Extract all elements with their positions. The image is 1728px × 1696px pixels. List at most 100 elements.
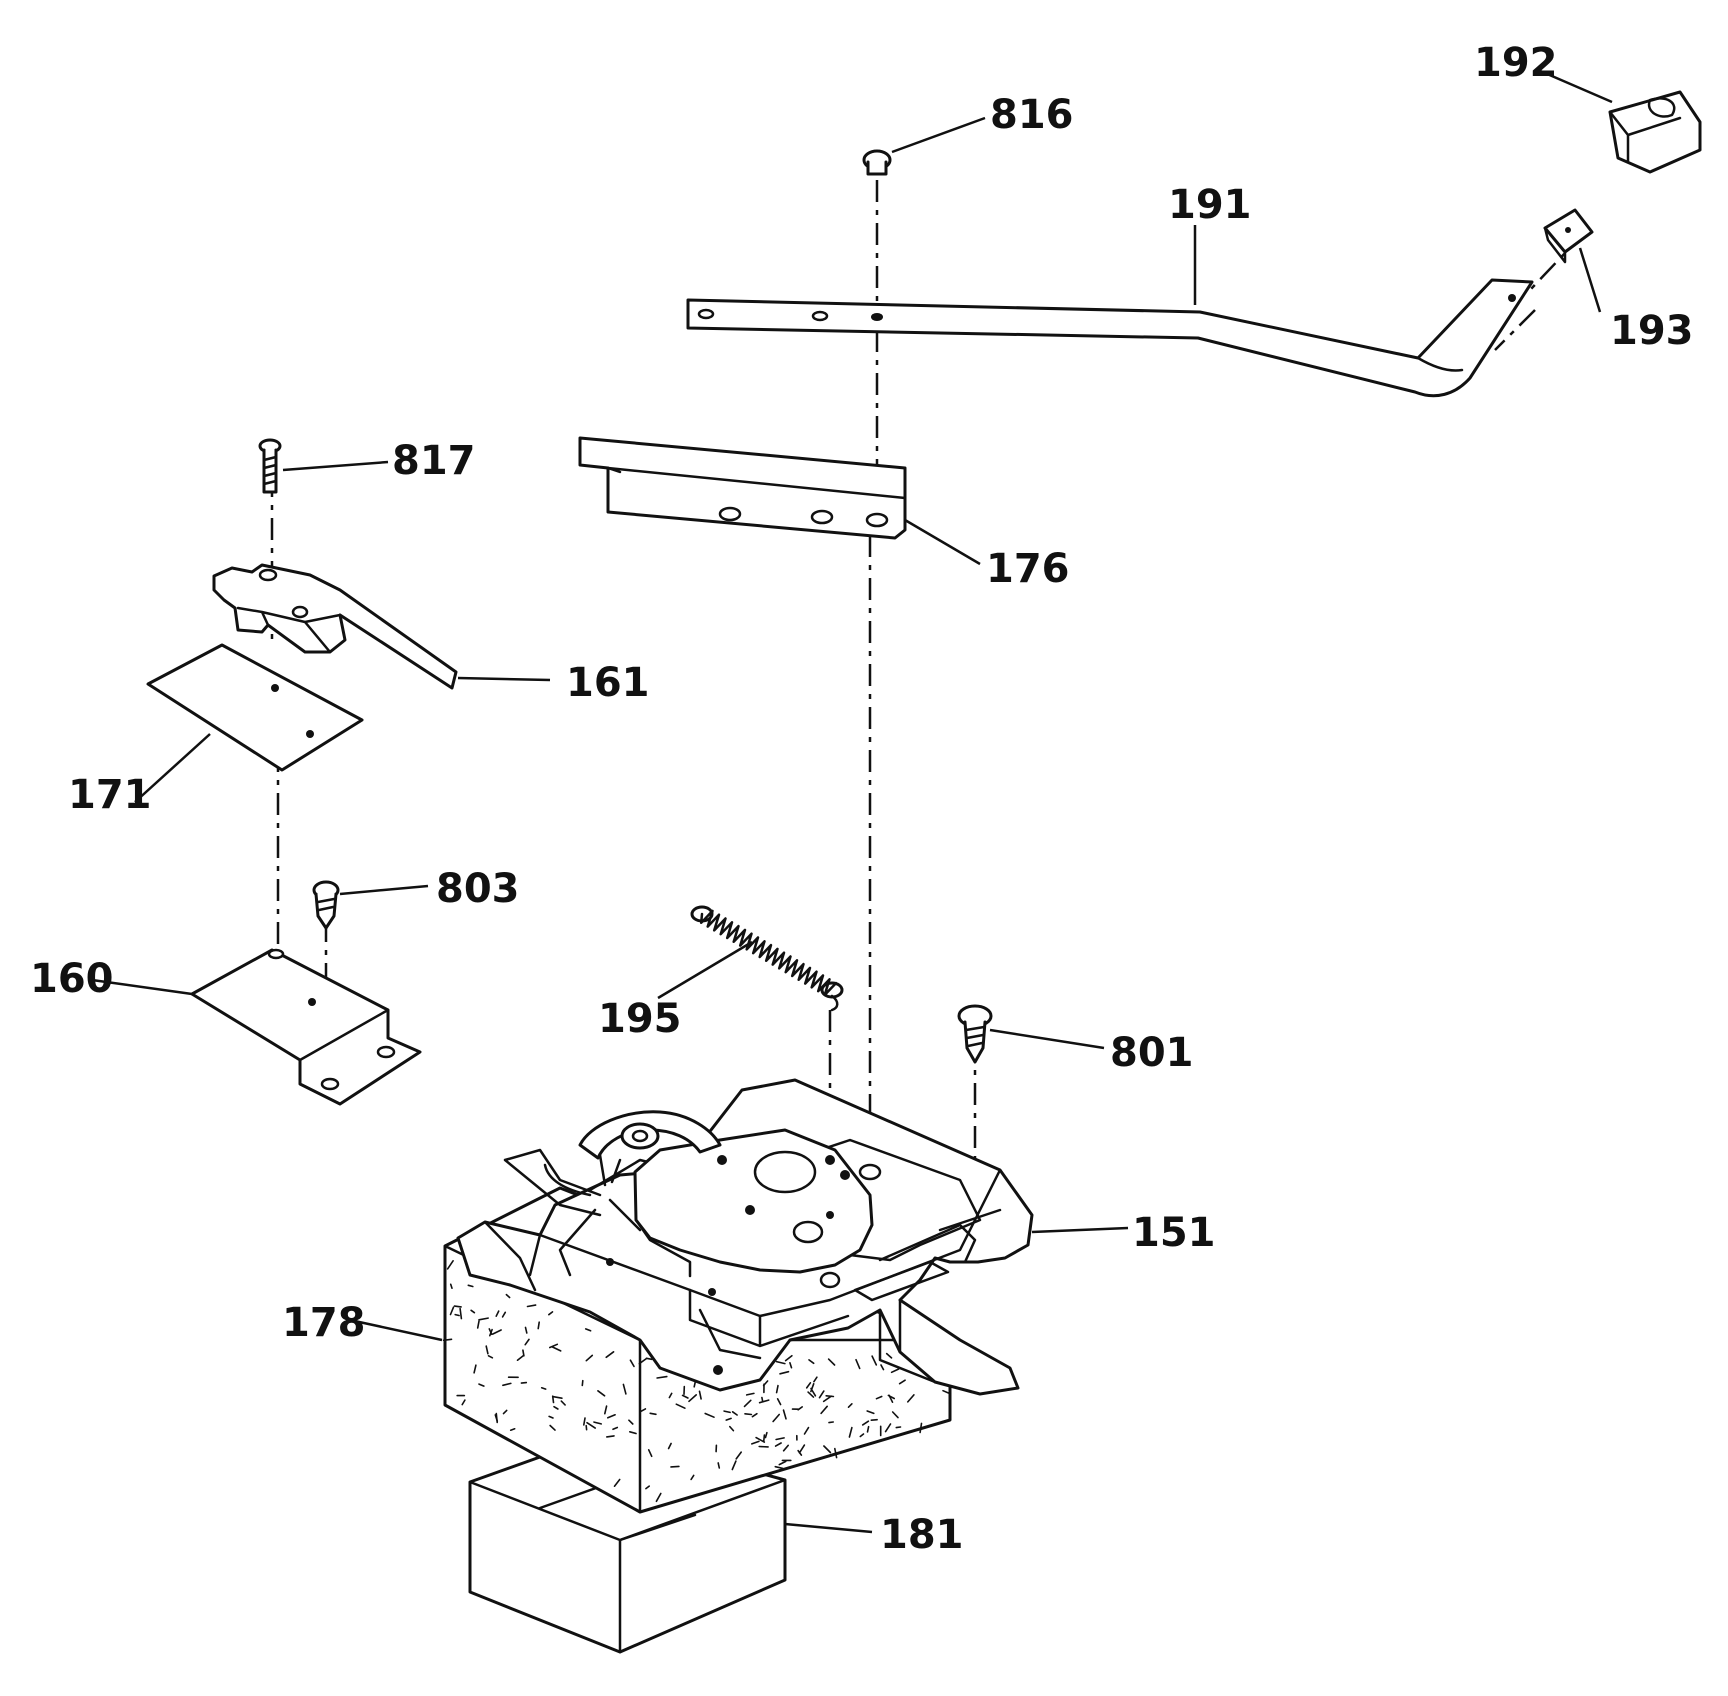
foam-speck [547, 1311, 554, 1316]
callout-801: 801 [1110, 1030, 1194, 1076]
foam-speck [774, 1442, 782, 1447]
foam-speck [628, 1431, 637, 1435]
foam-speck [866, 1425, 870, 1433]
foam-speck [728, 1425, 735, 1432]
foam-speck [494, 1414, 499, 1423]
foam-speck [807, 1391, 815, 1398]
foam-speck [597, 1390, 606, 1397]
foam-speck [871, 1355, 878, 1366]
foam-speck [524, 1326, 528, 1334]
foam-speck [761, 1396, 764, 1403]
foam-speck [505, 1293, 511, 1299]
foam-speck [755, 1436, 766, 1443]
foam-speck [764, 1431, 768, 1439]
part-151-latch [456, 1078, 1034, 1396]
foam-speck [681, 1394, 689, 1399]
foam-speck [772, 1413, 781, 1423]
foam-speck [446, 1260, 454, 1270]
part-193-clip [1543, 208, 1594, 264]
foam-speck [656, 1375, 668, 1379]
foam-speck [861, 1420, 870, 1426]
foam-speck [723, 1410, 731, 1414]
foam-speck [880, 1364, 885, 1371]
foam-speck [495, 1310, 500, 1317]
foam-speck [442, 1338, 453, 1342]
foam-speck [649, 1412, 657, 1416]
part-192-knob [1608, 90, 1702, 174]
part-176-bracket [578, 436, 907, 540]
foam-speck [509, 1428, 516, 1431]
foam-speck [745, 1392, 755, 1396]
part-817-screw [258, 438, 282, 494]
foam-speck [782, 1444, 790, 1452]
part-195-spring [690, 905, 844, 1012]
foam-speck [459, 1307, 463, 1320]
part-171-plate [146, 643, 364, 772]
foam-speck [612, 1426, 619, 1431]
foam-speck [526, 1304, 537, 1308]
foam-speck [516, 1354, 525, 1361]
foam-speck [553, 1405, 559, 1410]
foam-speck [885, 1352, 893, 1359]
foam-speck [449, 1283, 453, 1289]
foam-speck [887, 1394, 896, 1400]
callout-192: 192 [1474, 40, 1558, 86]
foam-speck [537, 1321, 541, 1330]
foam-speck [774, 1465, 784, 1470]
part-191-rod [686, 278, 1534, 398]
foam-speck [488, 1328, 493, 1336]
foam-speck [847, 1403, 853, 1408]
foam-speck [476, 1320, 480, 1329]
foam-speck [825, 1395, 835, 1398]
foam-speck [782, 1409, 787, 1420]
foam-speck [818, 1390, 825, 1399]
foam-speck [647, 1449, 653, 1458]
foam-speck [808, 1359, 815, 1365]
foam-speck [884, 1423, 892, 1433]
foam-speck [813, 1376, 818, 1383]
part-803-screw [312, 880, 340, 930]
part-160-bracket [190, 948, 422, 1106]
foam-speck [688, 1394, 698, 1403]
foam-speck [548, 1415, 554, 1419]
foam-speck [524, 1338, 530, 1346]
callout-labels: 192 816 191 193 817 176 161 171 803 160 … [30, 40, 1694, 1558]
foam-speck [551, 1395, 555, 1404]
foam-speck [875, 1395, 883, 1400]
callout-181: 181 [880, 1512, 964, 1558]
foam-speck [502, 1409, 508, 1415]
foam-speck [828, 1421, 835, 1424]
callout-191: 191 [1168, 182, 1252, 228]
foam-speck [551, 1346, 562, 1352]
foam-speck [549, 1424, 556, 1431]
callout-195: 195 [598, 996, 682, 1042]
callout-816: 816 [990, 92, 1074, 138]
foam-speck [779, 1370, 790, 1375]
foam-speck [758, 1399, 770, 1404]
foam-speck [622, 1383, 627, 1395]
foam-speck [467, 1284, 474, 1288]
part-161-switch [212, 563, 458, 690]
foam-speck [675, 1403, 686, 1409]
foam-speck [750, 1440, 760, 1445]
callout-803: 803 [436, 866, 520, 912]
foam-speck [803, 1426, 810, 1435]
foam-speck [942, 1389, 951, 1395]
foam-speck [731, 1460, 737, 1471]
foam-speck [704, 1412, 715, 1418]
foam-speck [717, 1462, 721, 1469]
foam-speck [866, 1410, 875, 1415]
foam-speck [478, 1383, 485, 1387]
foam-speck [473, 1364, 477, 1374]
foam-speck [645, 1357, 653, 1361]
foam-speck [810, 1383, 815, 1393]
foam-speck [449, 1306, 455, 1316]
foam-speck [655, 1492, 662, 1503]
foam-speck [762, 1434, 766, 1443]
callout-161: 161 [566, 660, 650, 706]
foam-speck [784, 1354, 793, 1362]
foam-speck [789, 1362, 793, 1369]
foam-speck [775, 1360, 786, 1365]
foam-speck [485, 1345, 489, 1355]
foam-speck [629, 1359, 635, 1368]
